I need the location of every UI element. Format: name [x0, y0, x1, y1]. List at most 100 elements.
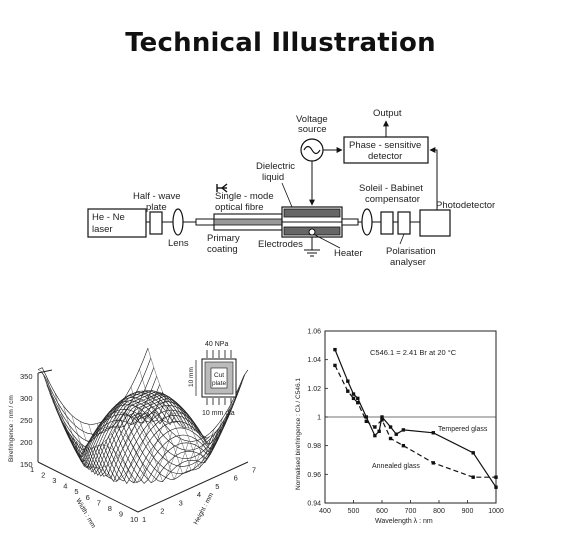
detector-label-2: detector [368, 151, 402, 162]
surface-axes [37, 369, 249, 513]
surface-contour-line [37, 347, 149, 425]
series-point [373, 433, 377, 438]
x-tick-label: 700 [405, 508, 417, 515]
lens [172, 208, 184, 236]
laser-label-2: laser [92, 224, 113, 235]
x-tick-label: 800 [433, 508, 445, 515]
inset-width-label: 10 mm dia [202, 410, 235, 417]
z-tick: 300 [20, 394, 33, 403]
height-tick-label: 6 [234, 474, 238, 483]
height-tick-label: 2 [160, 507, 164, 516]
voltage-label-1: Voltage [296, 114, 328, 125]
dielectric-label-2: liquid [262, 172, 284, 183]
y-tick-label: 1.04 [307, 357, 321, 364]
surface-mesh-line [147, 348, 249, 439]
series-point [401, 443, 406, 448]
ground-icon [304, 249, 320, 257]
chart-ylabel: Normalised birefringence : Cλ / C546.1 [295, 378, 302, 490]
soleil-babinet-compensator [380, 211, 394, 235]
series-point [494, 475, 498, 479]
legend-annealed: Annealed glass [372, 463, 420, 470]
surface-contour-line [73, 390, 184, 468]
electrode-top [283, 208, 341, 218]
analyser-label-2: analyser [390, 257, 426, 268]
chart-xlabel: Wavelength λ : nm [375, 518, 433, 525]
legend-tempered: Tempered glass [438, 426, 488, 433]
output-lens [361, 208, 373, 236]
z-tick: 200 [20, 438, 33, 447]
surface-contour-line [105, 420, 216, 485]
x-tick-label: 500 [348, 508, 360, 515]
surface-mesh-line [63, 405, 164, 484]
surface-contour-line [129, 390, 240, 467]
plate-cut-region [210, 367, 228, 389]
series-point [346, 379, 350, 383]
x-tick-label: 1000 [488, 508, 504, 515]
series-point [373, 425, 377, 429]
y-tick-label: 0.98 [307, 443, 321, 450]
z-axis-label: Birefringence : nm / cm [8, 395, 15, 462]
analyser-label-1: Polarisation [386, 246, 436, 257]
width-tick-label: 4 [63, 482, 67, 491]
series-point [394, 432, 398, 436]
series-point [388, 425, 393, 429]
detector-label-1: Phase - sensitive [349, 140, 421, 151]
laser-label-1: He - Ne [92, 212, 125, 223]
surface-contour-line [108, 427, 219, 484]
width-tick-label: 9 [119, 509, 123, 518]
surface-mesh-line [122, 393, 223, 464]
surface-contour-line [137, 369, 249, 442]
heater-element [308, 228, 316, 236]
surface-contour-line [134, 373, 246, 451]
surface-mesh-line [71, 415, 172, 484]
z-tick: 150 [20, 460, 33, 469]
coating-label-2: coating [207, 244, 238, 255]
width-tick-label: 7 [97, 498, 101, 507]
phase-detector-box [343, 136, 429, 164]
series-point [356, 396, 360, 401]
surface-mesh-line [88, 401, 189, 480]
half-wave-label-1: Half - wave [133, 191, 181, 202]
surface-contour-line [117, 415, 228, 484]
width-tick-label: 5 [74, 487, 78, 496]
inset-cut-label-2: plate [212, 380, 226, 387]
lens-label: Lens [168, 238, 189, 249]
chart-series [333, 347, 498, 489]
series-point [346, 389, 350, 393]
photodetector-box [419, 209, 451, 237]
soleil-label-1: Soleil - Babinet [359, 183, 423, 194]
series-point [431, 461, 435, 465]
surface-mesh-line [37, 369, 139, 449]
series-point [364, 419, 369, 423]
series-point [364, 415, 369, 419]
surface-mesh-line [130, 386, 232, 455]
width-tick-label: 3 [52, 476, 56, 485]
surface-mesh-line [113, 390, 215, 469]
height-tick-label: 7 [252, 465, 256, 474]
z-tick: 350 [20, 372, 33, 381]
y-tick-label: 0.94 [307, 501, 321, 508]
z-axis-ticks: 350 300 250 200 150 [20, 372, 33, 469]
series-point [380, 415, 384, 419]
series-point [356, 400, 360, 405]
load-arrows-top [206, 350, 232, 358]
series-point [377, 429, 381, 434]
x-tick-label: 400 [319, 508, 331, 515]
analyser-leader [399, 233, 405, 245]
heater-label: Heater [334, 248, 363, 259]
soleil-label-2: compensator [365, 194, 420, 205]
height-tick-label: 5 [215, 482, 219, 491]
y-tick-label: 0.96 [307, 472, 321, 479]
series-point [333, 347, 337, 352]
series-point [351, 392, 356, 396]
inset-load-label: 40 NPa [205, 341, 228, 348]
surface-contour-line [99, 409, 210, 482]
fibre-label-2: optical fibre [215, 202, 264, 213]
surface-contour-line [102, 415, 213, 482]
x-tick-label: 600 [376, 508, 388, 515]
sine-wave-icon [303, 145, 321, 155]
fibre-label-1: Single - mode [215, 191, 274, 202]
surface-mesh-line [105, 391, 206, 471]
